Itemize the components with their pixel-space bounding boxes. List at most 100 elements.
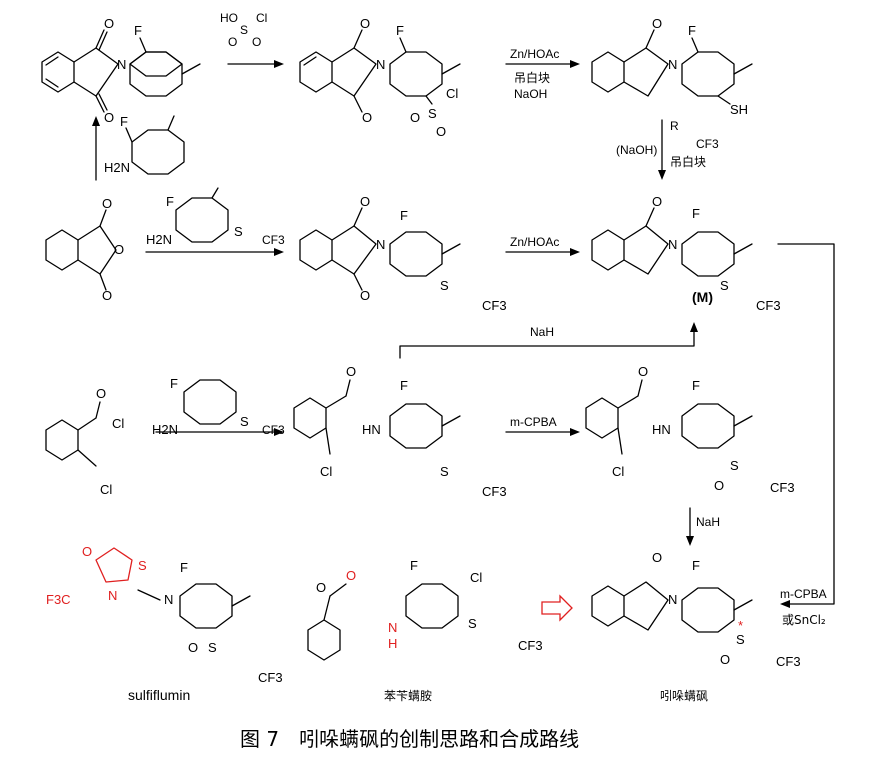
aniline-sulfide: F H2N S CF3 — [146, 187, 285, 247]
svg-text:O: O — [362, 110, 372, 125]
svg-text:CF3: CF3 — [518, 638, 543, 653]
label-sulfiflumin: sulfiflumin — [128, 687, 190, 703]
label-target: 吲哚螨砜 — [660, 689, 708, 703]
phthalic-anhydride: O O O — [45, 196, 124, 303]
svg-text:CF3: CF3 — [258, 670, 283, 685]
svg-text:H: H — [388, 636, 397, 651]
svg-text:N: N — [117, 57, 126, 72]
svg-text:S: S — [240, 414, 249, 429]
svg-text:F: F — [692, 558, 700, 573]
svg-text:Cl: Cl — [612, 464, 624, 479]
svg-text:O: O — [96, 386, 106, 401]
svg-text:Cl: Cl — [470, 570, 482, 585]
svg-text:F: F — [180, 560, 188, 575]
svg-text:N: N — [668, 237, 677, 252]
svg-text:HO: HO — [220, 11, 238, 25]
svg-text:Cl: Cl — [256, 11, 267, 25]
svg-text:H2N: H2N — [146, 232, 172, 247]
svg-text:H2N: H2N — [104, 160, 130, 175]
svg-text:O: O — [652, 16, 662, 31]
phthalimide-aryl-1: O O N F — [41, 16, 201, 125]
svg-text:N: N — [376, 57, 385, 72]
svg-text:S: S — [440, 278, 449, 293]
reagent-naoh-1: NaOH — [514, 87, 547, 101]
svg-text:N: N — [388, 620, 397, 635]
svg-text:F: F — [166, 194, 174, 209]
figure-caption: 图 7 吲哚螨砜的创制思路和合成路线 — [240, 727, 579, 751]
svg-text:S: S — [736, 632, 745, 647]
svg-text:CF3: CF3 — [696, 137, 719, 151]
svg-text:O: O — [252, 35, 261, 49]
svg-text:N: N — [376, 237, 385, 252]
svg-text:CF3: CF3 — [262, 423, 285, 437]
svg-text:N: N — [108, 588, 117, 603]
svg-text:HN: HN — [362, 422, 381, 437]
svg-text:S: S — [428, 106, 437, 121]
svg-text:*: * — [738, 618, 743, 633]
svg-text:F: F — [134, 23, 142, 38]
svg-text:F: F — [170, 376, 178, 391]
svg-text:N: N — [668, 57, 677, 72]
chloromethyl-benzoyl-chloride: O Cl Cl — [45, 386, 124, 497]
svg-text:Cl: Cl — [112, 416, 124, 431]
svg-text:F: F — [410, 558, 418, 573]
svg-text:HN: HN — [652, 422, 671, 437]
svg-text:N: N — [164, 592, 173, 607]
reagent-naoh-2: (NaOH) — [616, 143, 657, 157]
svg-text:O: O — [720, 652, 730, 667]
svg-text:O: O — [82, 544, 92, 559]
svg-text:CF3: CF3 — [262, 233, 285, 247]
svg-text:F: F — [400, 378, 408, 393]
reagent-mcpba-1: m-CPBA — [510, 415, 557, 429]
svg-text:O: O — [228, 35, 237, 49]
svg-text:O: O — [714, 478, 724, 493]
svg-text:O: O — [360, 194, 370, 209]
svg-text:CF3: CF3 — [776, 654, 801, 669]
svg-text:O: O — [104, 110, 114, 125]
svg-text:S: S — [138, 558, 147, 573]
svg-text:S: S — [730, 458, 739, 473]
label-M: (M) — [692, 289, 713, 305]
svg-text:O: O — [436, 124, 446, 139]
fluoro-toluidine: F H2N — [104, 114, 185, 175]
svg-text:O: O — [316, 580, 326, 595]
svg-text:F: F — [396, 23, 404, 38]
svg-text:Cl: Cl — [100, 482, 112, 497]
reagent-alt-2: 吊白块 — [670, 154, 706, 169]
svg-text:O: O — [102, 196, 112, 211]
svg-text:O: O — [360, 16, 370, 31]
reagent-nah-1: NaH — [530, 325, 554, 339]
reagent-zn-hoac-2: Zn/HOAc — [510, 235, 559, 249]
svg-text:O: O — [102, 288, 112, 303]
svg-text:O: O — [652, 550, 662, 565]
open-arrow — [541, 594, 573, 622]
isoindolinone-thiol: O N F SH — [591, 16, 753, 117]
svg-text:O: O — [360, 288, 370, 303]
label-benzylamine: 苯苄螨胺 — [384, 689, 432, 703]
svg-text:O: O — [346, 364, 356, 379]
reagent-nah-2: NaH — [696, 515, 720, 529]
svg-text:CF3: CF3 — [482, 484, 507, 499]
svg-text:CF3: CF3 — [770, 480, 795, 495]
svg-text:S: S — [234, 224, 243, 239]
svg-text:O: O — [638, 364, 648, 379]
svg-text:F: F — [692, 378, 700, 393]
reagent-mcpba-2: m-CPBA — [780, 587, 827, 601]
svg-text:S: S — [208, 640, 217, 655]
svg-text:O: O — [188, 640, 198, 655]
svg-text:O: O — [410, 110, 420, 125]
svg-text:O: O — [114, 242, 124, 257]
sh-label: SH — [730, 102, 748, 117]
svg-text:O: O — [104, 16, 114, 31]
reagent-zn-hoac-1: Zn/HOAc — [510, 47, 559, 61]
svg-text:O: O — [346, 568, 356, 583]
svg-text:F3C: F3C — [46, 592, 71, 607]
svg-text:O: O — [652, 194, 662, 209]
